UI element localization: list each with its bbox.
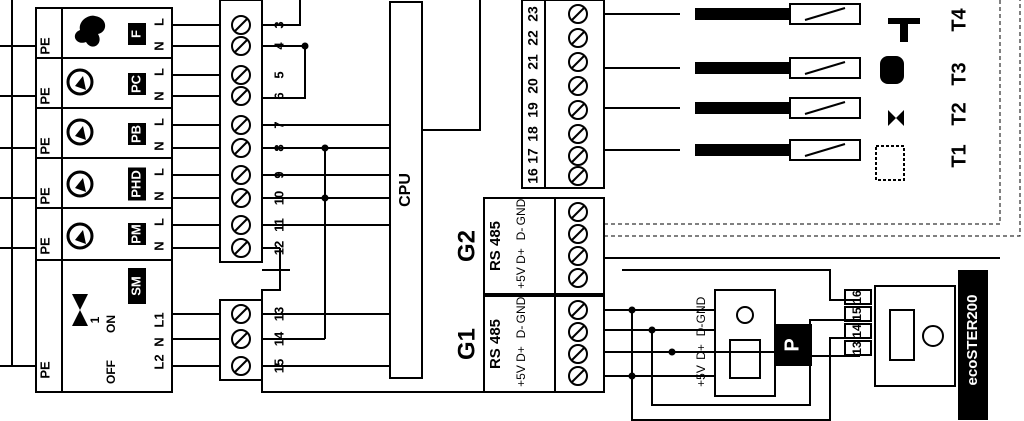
pe-label: PE: [37, 37, 52, 55]
boiler-icon: [880, 56, 904, 84]
terminal-l2: L2: [151, 354, 166, 369]
terminal-l: L: [151, 68, 166, 76]
terminal-number: 6: [271, 92, 286, 99]
terminal-number: 10: [271, 191, 286, 205]
valve-icon: [72, 294, 88, 326]
terminal-number: 12: [271, 241, 286, 255]
pump-icon-2: [66, 118, 94, 146]
code-badge: [128, 268, 146, 304]
fan-icon: [74, 15, 106, 47]
sensor-label: T2: [948, 102, 970, 125]
pe-label: PE: [37, 187, 52, 205]
terminal-number: 4: [271, 42, 286, 50]
terminal-number: 14: [271, 331, 286, 346]
port-pin: D+: [514, 346, 528, 362]
sensor-label: T1: [948, 144, 970, 167]
module-pin: 16: [850, 290, 864, 304]
terminal-n: N: [151, 241, 166, 250]
terminal-number: 15: [271, 359, 286, 373]
terminal-number: 9: [271, 171, 286, 178]
terminal-l: L: [151, 218, 166, 226]
port-pin: D+: [514, 248, 528, 264]
panel-label: P: [781, 338, 803, 351]
tank-icon: [875, 145, 905, 181]
valve-number: 1: [88, 316, 102, 323]
output-code: PM: [128, 224, 143, 244]
port-name: G1: [453, 328, 480, 360]
sensor-label: T3: [948, 62, 970, 85]
port-bus: RS 485: [487, 221, 504, 271]
port-pin: +5V: [514, 267, 528, 289]
port-bus: RS 485: [487, 319, 504, 369]
sensor-terminal-number: 17: [525, 148, 541, 164]
pump-icon-4: [66, 222, 94, 250]
terminal-n: N: [151, 91, 166, 100]
sensor-terminal-number: 18: [525, 126, 541, 142]
pe-label: PE: [37, 361, 52, 379]
output-code: SM: [128, 276, 143, 296]
cpu-label: CPU: [397, 173, 414, 207]
module-pin: 15: [850, 307, 864, 321]
terminal-n: N: [151, 191, 166, 200]
port-pin: D-: [514, 326, 528, 339]
terminal-n: N: [151, 337, 166, 346]
port-pin: +5V: [514, 365, 528, 387]
panel-pin: D+: [694, 344, 708, 360]
terminal-l: L: [151, 118, 166, 126]
on-label: ON: [104, 315, 118, 333]
pump-icon-3: [66, 170, 94, 198]
terminal-n: N: [151, 41, 166, 50]
terminal-n: N: [151, 141, 166, 150]
sensor-terminal-number: 20: [525, 78, 541, 94]
terminal-l1: L1: [151, 312, 166, 327]
panel-pin: D-: [694, 324, 708, 337]
terminal-number: 11: [271, 218, 286, 232]
output-code: PB: [128, 125, 143, 143]
port-pin: GND: [514, 296, 528, 323]
panel-pin: GND: [694, 296, 708, 323]
sensor-terminal-number: 21: [525, 54, 541, 70]
terminal-number: 5: [271, 71, 286, 78]
output-code: F: [128, 30, 143, 38]
terminal-l: L: [151, 168, 166, 176]
module-pin: 14: [850, 324, 864, 338]
panel-pin: +5V: [694, 365, 708, 387]
sensor-label: T4: [948, 7, 970, 31]
terminal-number: 3: [271, 21, 286, 28]
code-badge: [128, 167, 146, 201]
pe-label: PE: [37, 87, 52, 105]
terminal-l: L: [151, 18, 166, 26]
off-label: OFF: [104, 360, 118, 384]
sensor-terminal-number: 16: [525, 168, 541, 184]
port-pin: GND: [514, 198, 528, 225]
terminal-number: 13: [271, 307, 286, 321]
sensor-terminal-number: 19: [525, 102, 541, 118]
code-badge: [128, 123, 146, 145]
terminal-number: 7: [271, 121, 286, 128]
output-code: PC: [128, 74, 143, 93]
tap-icon: [888, 18, 920, 42]
output-code: PHD: [128, 170, 143, 197]
port-pin: D-: [514, 228, 528, 241]
module-name: ecoSTER200: [964, 295, 981, 386]
code-badge: [128, 73, 146, 95]
pe-label: PE: [37, 137, 52, 155]
pump-icon: [66, 68, 94, 96]
valve-icon-2: [888, 110, 904, 126]
port-name: G2: [453, 230, 480, 262]
code-badge: [128, 223, 146, 245]
code-badge: [128, 23, 146, 45]
pe-label: PE: [37, 237, 52, 255]
sensor-terminal-number: 22: [525, 30, 541, 46]
sensor-terminal-number: 23: [525, 6, 541, 22]
terminal-number: 8: [271, 144, 286, 151]
module-pin: 13: [850, 341, 864, 355]
module-name-badge: [958, 270, 988, 420]
